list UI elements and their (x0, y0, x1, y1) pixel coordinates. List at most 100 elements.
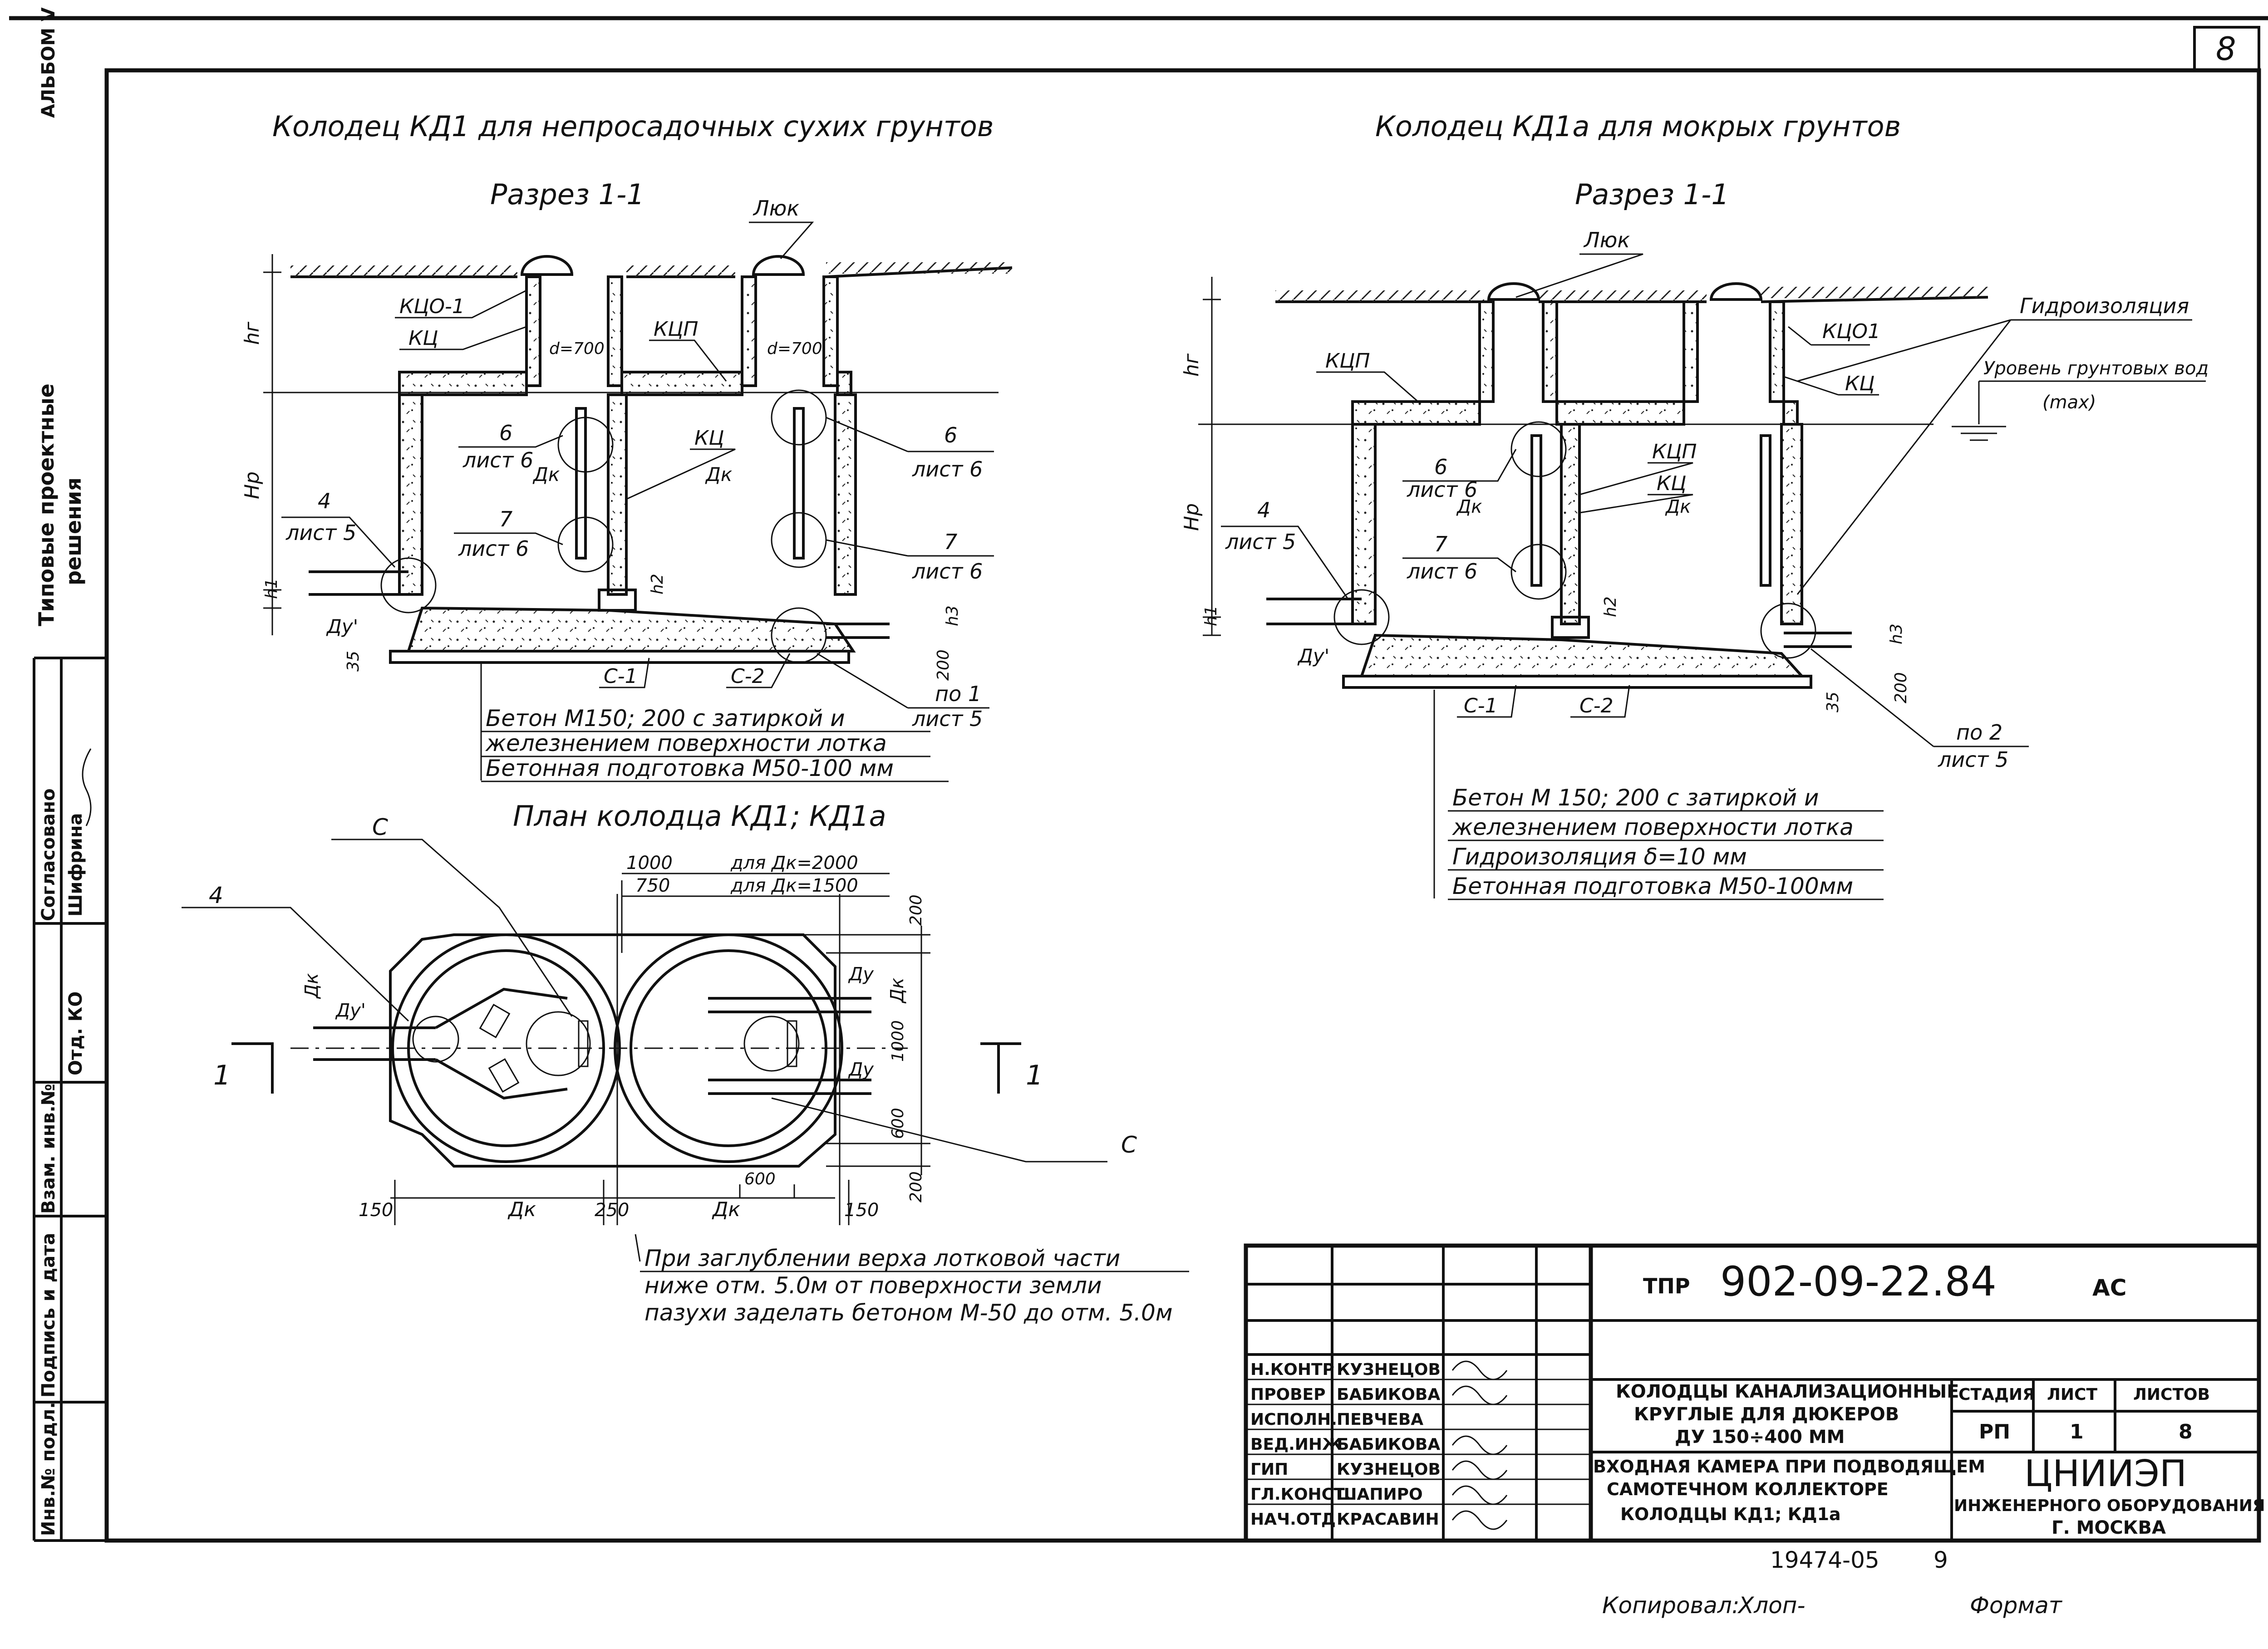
sheet-number: 8 (2216, 30, 2236, 68)
rv-du1: Ду' (1297, 645, 1329, 667)
project-title-2: КРУГЛЫЕ ДЛЯ ДЮКЕРОВ (1634, 1404, 1899, 1425)
orig-inv-label: Инв.№ подл. (38, 1402, 59, 1536)
lv-c2: С-2 (731, 665, 765, 688)
approved-name: Шифрина (65, 813, 86, 917)
sheet-title-2: САМОТЕЧНОМ КОЛЛЕКТОРЕ (1607, 1479, 1889, 1499)
footer: 19474-05 9 Копировал: Хлоп- Формат (1602, 1547, 2063, 1619)
lv-c1: С-1 (604, 665, 638, 688)
rv-ref4-sheet: лист 5 (1225, 530, 1296, 554)
lv-ref7r-num: 7 (944, 530, 957, 554)
album-label: АЛЬБОМ V (38, 7, 59, 118)
inventory-no: 19474-05 (1770, 1547, 1879, 1573)
lv-ref6r-sheet: лист 6 (912, 457, 983, 481)
lv-hg: hг (241, 321, 264, 345)
approved-label: Согласовано (38, 788, 59, 921)
sheets-value: 8 (2179, 1420, 2193, 1443)
dept-label: Отд. КО (65, 991, 86, 1075)
lv-kcp: КЦП (654, 318, 698, 341)
plan-c-top: С (372, 814, 388, 840)
plan-dim1000: 1000 (626, 853, 673, 874)
footer-page: 9 (1933, 1547, 1948, 1573)
lv-note-2: железнением поверхности лотка (485, 730, 887, 756)
plan-dim200-top: 200 (907, 894, 925, 926)
rv-dk2: Дк (1665, 496, 1691, 517)
sheet-title-1: ВХОДНАЯ КАМЕРА ПРИ ПОДВОДЯЩЕМ (1593, 1457, 1985, 1477)
copied-label: Копировал: (1602, 1592, 1740, 1619)
plan-ref4: 4 (209, 882, 223, 908)
lv-dk1: Дк (532, 463, 560, 486)
lv-dk2: Дк (705, 463, 733, 486)
rv-ref7-num: 7 (1434, 532, 1447, 556)
name-1: БАБИКОВА (1337, 1385, 1440, 1404)
rv-groundwater-max: (max) (2042, 392, 2096, 413)
right-title: Колодец КД1а для мокрых грунтов (1375, 110, 1901, 143)
lv-note-3: Бетонная подготовка М50-100 мм (486, 755, 894, 781)
role-2: ИСПОЛН. (1250, 1410, 1337, 1429)
copied-name: Хлоп- (1737, 1592, 1806, 1619)
doc-code-prefix: ТПР (1643, 1274, 1690, 1298)
lv-kc-mid: КЦ (694, 427, 724, 450)
lv-kco: КЦО-1 (399, 295, 465, 318)
plan-cut-right: 1 (1026, 1060, 1043, 1091)
plan-for-dk1500: для Дк=1500 (730, 875, 858, 896)
plan-c-bottom: С (1121, 1132, 1137, 1158)
plan-title: План колодца КД1; КД1а (513, 800, 886, 833)
plan-du-2: Ду (848, 1059, 874, 1080)
signatures (1451, 1360, 1508, 1530)
approved-signature (82, 748, 92, 826)
stage-value: РП (1979, 1420, 2010, 1443)
lv-ref7-sheet: лист 6 (458, 536, 529, 561)
plan-dim1000-v: 1000 (889, 1020, 907, 1062)
rv-dim35: 35 (1824, 692, 1842, 712)
sheet-frame: 8 (9, 16, 2268, 1543)
lv-ref7r-sheet: лист 6 (912, 559, 983, 584)
plan-dim750: 750 (635, 875, 670, 896)
name-2: ПЕВЧЕВА (1337, 1410, 1423, 1429)
rv-ref4-num: 4 (1257, 498, 1270, 522)
lv-ref4-num: 4 (318, 489, 331, 513)
rv-ref6-num: 6 (1434, 455, 1447, 479)
format-label: Формат (1970, 1592, 2063, 1619)
rv-hg: hг (1180, 353, 1203, 377)
rv-kco: КЦО1 (1822, 320, 1880, 343)
rv-waterproof: Гидроизоляция (2020, 294, 2189, 318)
rv-note-2: железнением поверхности лотка (1452, 814, 1854, 840)
rv-dk1: Дк (1456, 496, 1482, 517)
org-name: ЦНИИЭП (2024, 1453, 2187, 1495)
lv-h3: h3 (943, 605, 962, 626)
project-title-1: КОЛОДЦЫ КАНАЛИЗАЦИОННЫЕ (1616, 1381, 1959, 1402)
plan-for-dk2000: для Дк=2000 (730, 853, 858, 874)
org-sub: ИНЖЕНЕРНОГО ОБОРУДОВАНИЯ (1954, 1497, 2265, 1515)
roles-table: Н.КОНТР КУЗНЕЦОВ ПРОВЕР БАБИКОВА ИСПОЛН.… (1246, 1360, 1591, 1530)
plan-note-1: При заглублении верха лотковой части (644, 1245, 1120, 1271)
lv-ref4-sheet: лист 5 (285, 520, 356, 545)
rv-c1: С-1 (1464, 694, 1498, 717)
lv-kc: КЦ (408, 327, 438, 350)
org-city: Г. МОСКВА (2052, 1517, 2166, 1538)
rv-kc-mid: КЦ (1657, 472, 1686, 495)
sheet-label: ЛИСТ (2047, 1385, 2097, 1404)
rv-kcp-mid: КЦП (1652, 440, 1697, 463)
rv-h1: h1 (1202, 605, 1220, 626)
name-4: КУЗНЕЦОВ (1337, 1460, 1441, 1479)
plan-dk-bottom-r: Дк (712, 1198, 740, 1221)
left-title: Колодец КД1 для непросадочных сухих грун… (272, 110, 994, 143)
rv-h3: h3 (1887, 623, 1906, 644)
lv-ref7-num: 7 (499, 507, 512, 531)
lv-h2: h2 (648, 574, 667, 594)
lv-d1: d=700 (549, 339, 605, 358)
rv-groundwater: Уровень грунтовых вод (1983, 358, 2209, 379)
lv-d2: d=700 (767, 339, 822, 358)
left-section-title: Разрез 1-1 (490, 178, 644, 211)
role-6: НАЧ.ОТД (1250, 1510, 1336, 1529)
doc-section: АС (2092, 1275, 2126, 1301)
rv-note-4: Бетонная подготовка М50-100мм (1452, 873, 1853, 899)
project-title-3: ДУ 150÷400 ММ (1675, 1427, 1845, 1448)
name-3: БАБИКОВА (1337, 1435, 1440, 1454)
plan-view: План колодца КД1; КД1а С С 4 1 1 1000 75… (182, 800, 1189, 1326)
doc-code: 902-09-22.84 (1720, 1258, 1997, 1305)
lv-dim35: 35 (344, 651, 363, 672)
plan-note-3: пазухи заделать бетоном М-50 до отм. 5.0… (644, 1300, 1173, 1326)
role-3: ВЕД.ИНЖ (1250, 1435, 1342, 1454)
